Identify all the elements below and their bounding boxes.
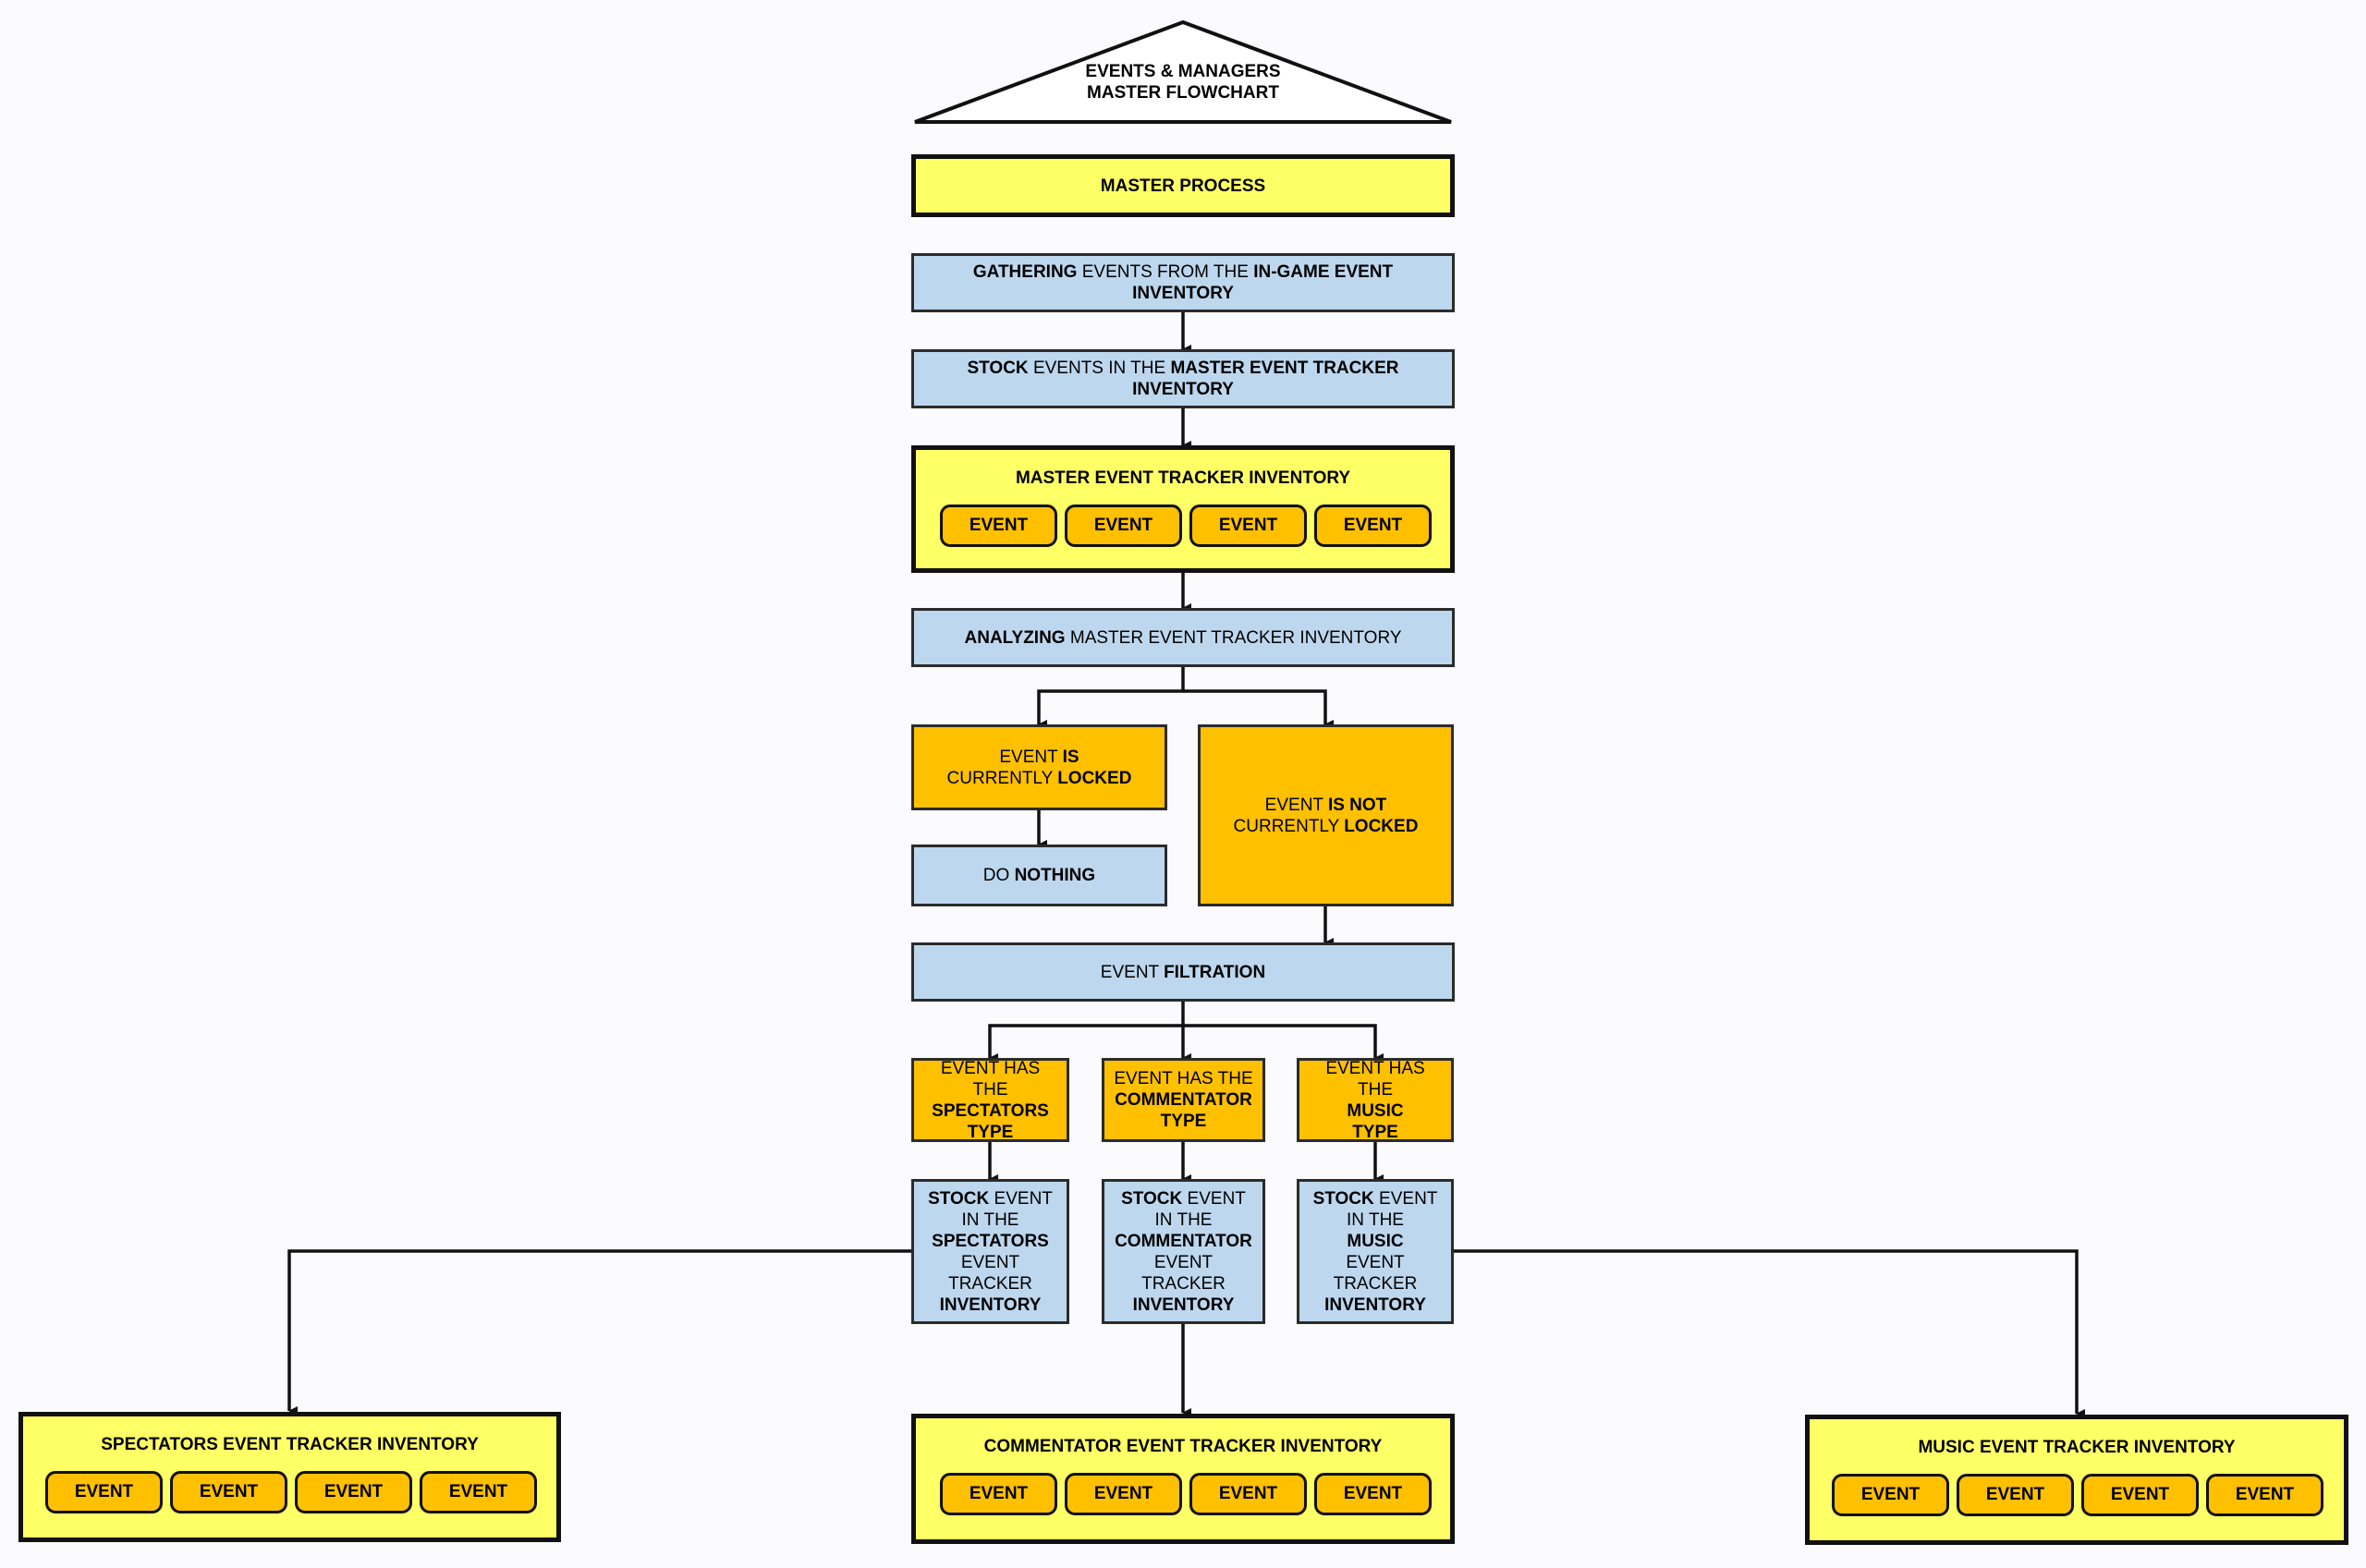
event-chip: EVENT bbox=[940, 1473, 1057, 1515]
event-chip: EVENT bbox=[1314, 504, 1432, 547]
spectators-inventory-title: SPECTATORS EVENT TRACKER INVENTORY bbox=[101, 1435, 479, 1454]
header-roof bbox=[914, 19, 1452, 124]
commentator-inventory: COMMENTATOR EVENT TRACKER INVENTORY EVEN… bbox=[911, 1414, 1455, 1544]
event-chip: EVENT bbox=[420, 1471, 537, 1513]
event-chip: EVENT bbox=[45, 1471, 163, 1513]
spectators-inventory: SPECTATORS EVENT TRACKER INVENTORY EVENT… bbox=[18, 1412, 561, 1542]
stock-master-box: STOCK EVENTS IN THE MASTER EVENT TRACKER… bbox=[911, 349, 1455, 408]
event-chip: EVENT bbox=[2206, 1474, 2323, 1516]
event-chip: EVENT bbox=[1957, 1474, 2074, 1516]
event-chip: EVENT bbox=[1189, 1473, 1307, 1515]
analyzing-box: ANALYZING MASTER EVENT TRACKER INVENTORY bbox=[911, 608, 1455, 667]
connector-stock-to-spectators-inventory bbox=[287, 1249, 911, 1416]
connector-analyzing-split bbox=[1037, 667, 1185, 729]
master-inventory: MASTER EVENT TRACKER INVENTORY EVENT EVE… bbox=[911, 445, 1455, 573]
master-process-label: MASTER PROCESS bbox=[1100, 176, 1266, 196]
music-inventory: MUSIC EVENT TRACKER INVENTORY EVENT EVEN… bbox=[1805, 1415, 2348, 1545]
event-chip: EVENT bbox=[1832, 1474, 1949, 1516]
connector-analyzing-split-right bbox=[1183, 689, 1334, 729]
gathering-box: GATHERING EVENTS FROM THE IN-GAME EVENT … bbox=[911, 253, 1455, 312]
header-title-line1: EVENTS & MANAGERS bbox=[1085, 62, 1281, 81]
event-chip: EVENT bbox=[940, 504, 1057, 547]
event-chip: EVENT bbox=[170, 1471, 287, 1513]
connector-filtration-left bbox=[988, 1024, 1183, 1063]
connector-stock-to-music-inventory bbox=[1454, 1249, 2085, 1418]
event-chip: EVENT bbox=[295, 1471, 412, 1513]
master-process-box: MASTER PROCESS bbox=[911, 154, 1455, 217]
event-chip: EVENT bbox=[1314, 1473, 1432, 1515]
music-inventory-title: MUSIC EVENT TRACKER INVENTORY bbox=[1918, 1438, 2236, 1457]
filtration-box: EVENT FILTRATION bbox=[911, 942, 1455, 1002]
header-title-line2: MASTER FLOWCHART bbox=[1087, 83, 1279, 103]
event-chip: EVENT bbox=[2081, 1474, 2199, 1516]
event-chip: EVENT bbox=[1189, 504, 1307, 547]
event-chip: EVENT bbox=[1065, 1473, 1182, 1515]
connector-filtration-right bbox=[1183, 1024, 1384, 1063]
commentator-inventory-title: COMMENTATOR EVENT TRACKER INVENTORY bbox=[983, 1437, 1383, 1456]
master-inventory-title: MASTER EVENT TRACKER INVENTORY bbox=[1015, 468, 1351, 488]
event-chip: EVENT bbox=[1065, 504, 1182, 547]
do-nothing-box: DO NOTHING bbox=[911, 845, 1167, 906]
header-title: EVENTS & MANAGERS MASTER FLOWCHART bbox=[915, 61, 1451, 103]
